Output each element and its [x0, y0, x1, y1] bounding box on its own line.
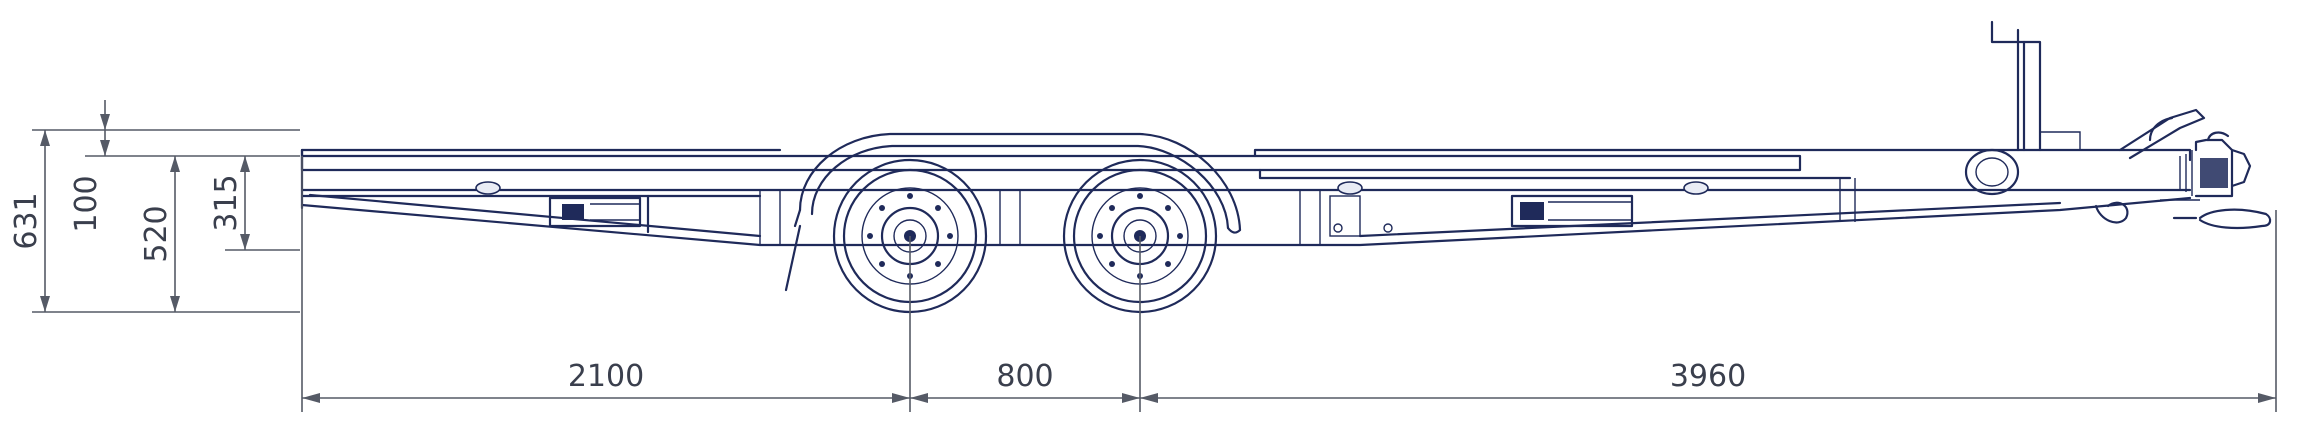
trailer-side-view — [300, 20, 2272, 314]
coupling-head-icon — [2172, 131, 2272, 230]
dim-label-frame-depth: 315 — [209, 174, 244, 231]
ramp-holder-front — [1510, 194, 1634, 228]
dim-label-top-offset: 100 — [69, 175, 104, 232]
dim-label-front-length: 3960 — [1670, 359, 1746, 394]
dimension-lines — [32, 100, 2277, 412]
dim-label-rear-overhang: 2100 — [568, 359, 644, 394]
dimension-labels: 631 100 520 315 2100 800 3960 — [9, 174, 1746, 394]
ramp-holder-rear — [548, 194, 650, 234]
dim-label-deck-height: 520 — [139, 205, 174, 262]
fender — [784, 132, 1242, 292]
handbrake-lever-icon — [2094, 108, 2206, 224]
dim-label-overall-height: 631 — [9, 192, 44, 249]
jockey-wheel-icon — [1964, 20, 2081, 196]
dim-label-axle-spacing: 800 — [996, 359, 1053, 394]
